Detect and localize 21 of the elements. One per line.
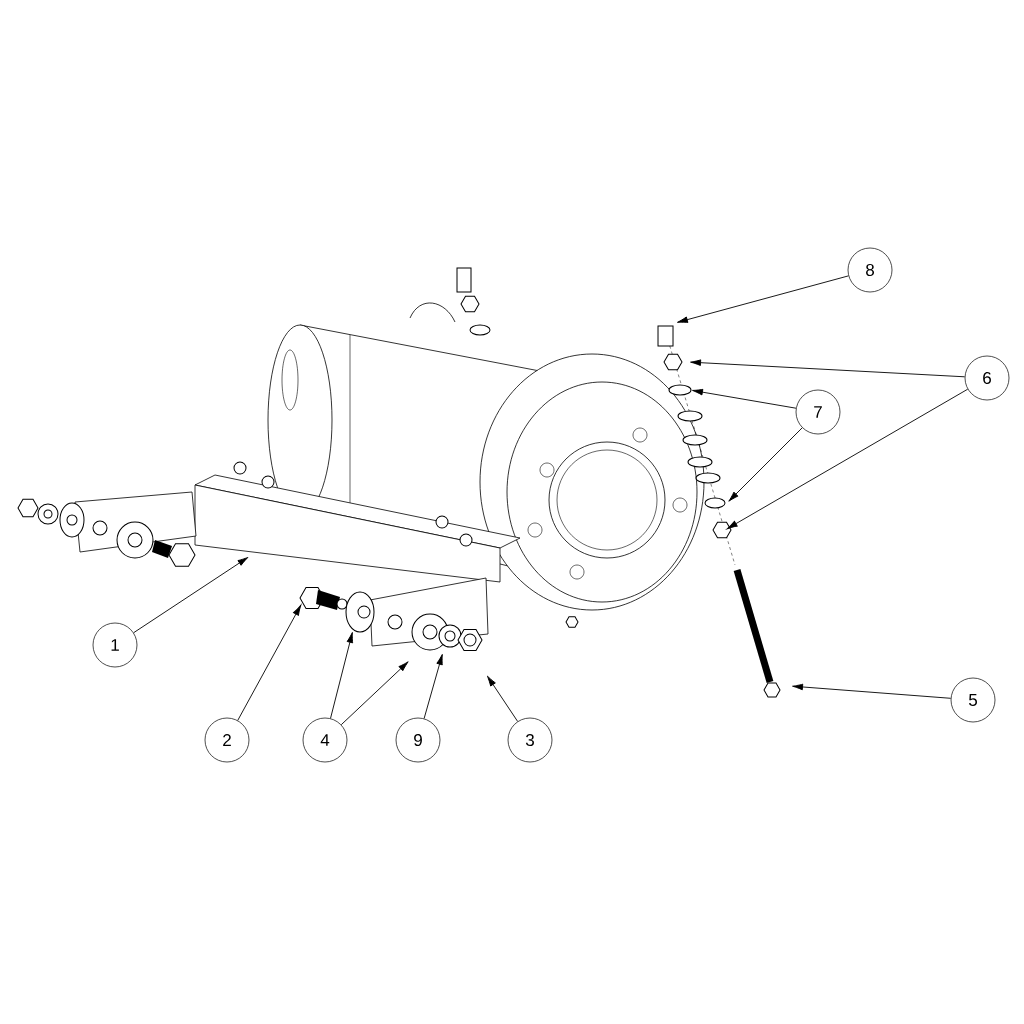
callout-balloon: 5: [950, 677, 996, 723]
callout-balloon: 2: [204, 717, 250, 763]
leader-line: [726, 388, 969, 530]
leader-line: [692, 388, 797, 409]
leader-line: [340, 661, 409, 726]
callout-balloon: 3: [507, 717, 553, 763]
leader-line: [792, 683, 952, 699]
callout-balloon: 8: [847, 247, 893, 293]
callout-balloon: 9: [395, 717, 441, 763]
leader-line: [728, 427, 803, 502]
callout-balloon: 4: [302, 717, 348, 763]
leader-line: [133, 556, 249, 634]
leader-line: [237, 604, 302, 721]
callout-balloon: 1: [92, 622, 138, 668]
callout-balloon: 7: [795, 389, 841, 435]
leader-line: [330, 632, 354, 719]
callout-balloon: 6: [964, 355, 1010, 401]
leader-line: [677, 275, 849, 323]
leader-line: [486, 675, 519, 722]
leader-line: [423, 654, 443, 719]
leader-line: [690, 359, 966, 378]
